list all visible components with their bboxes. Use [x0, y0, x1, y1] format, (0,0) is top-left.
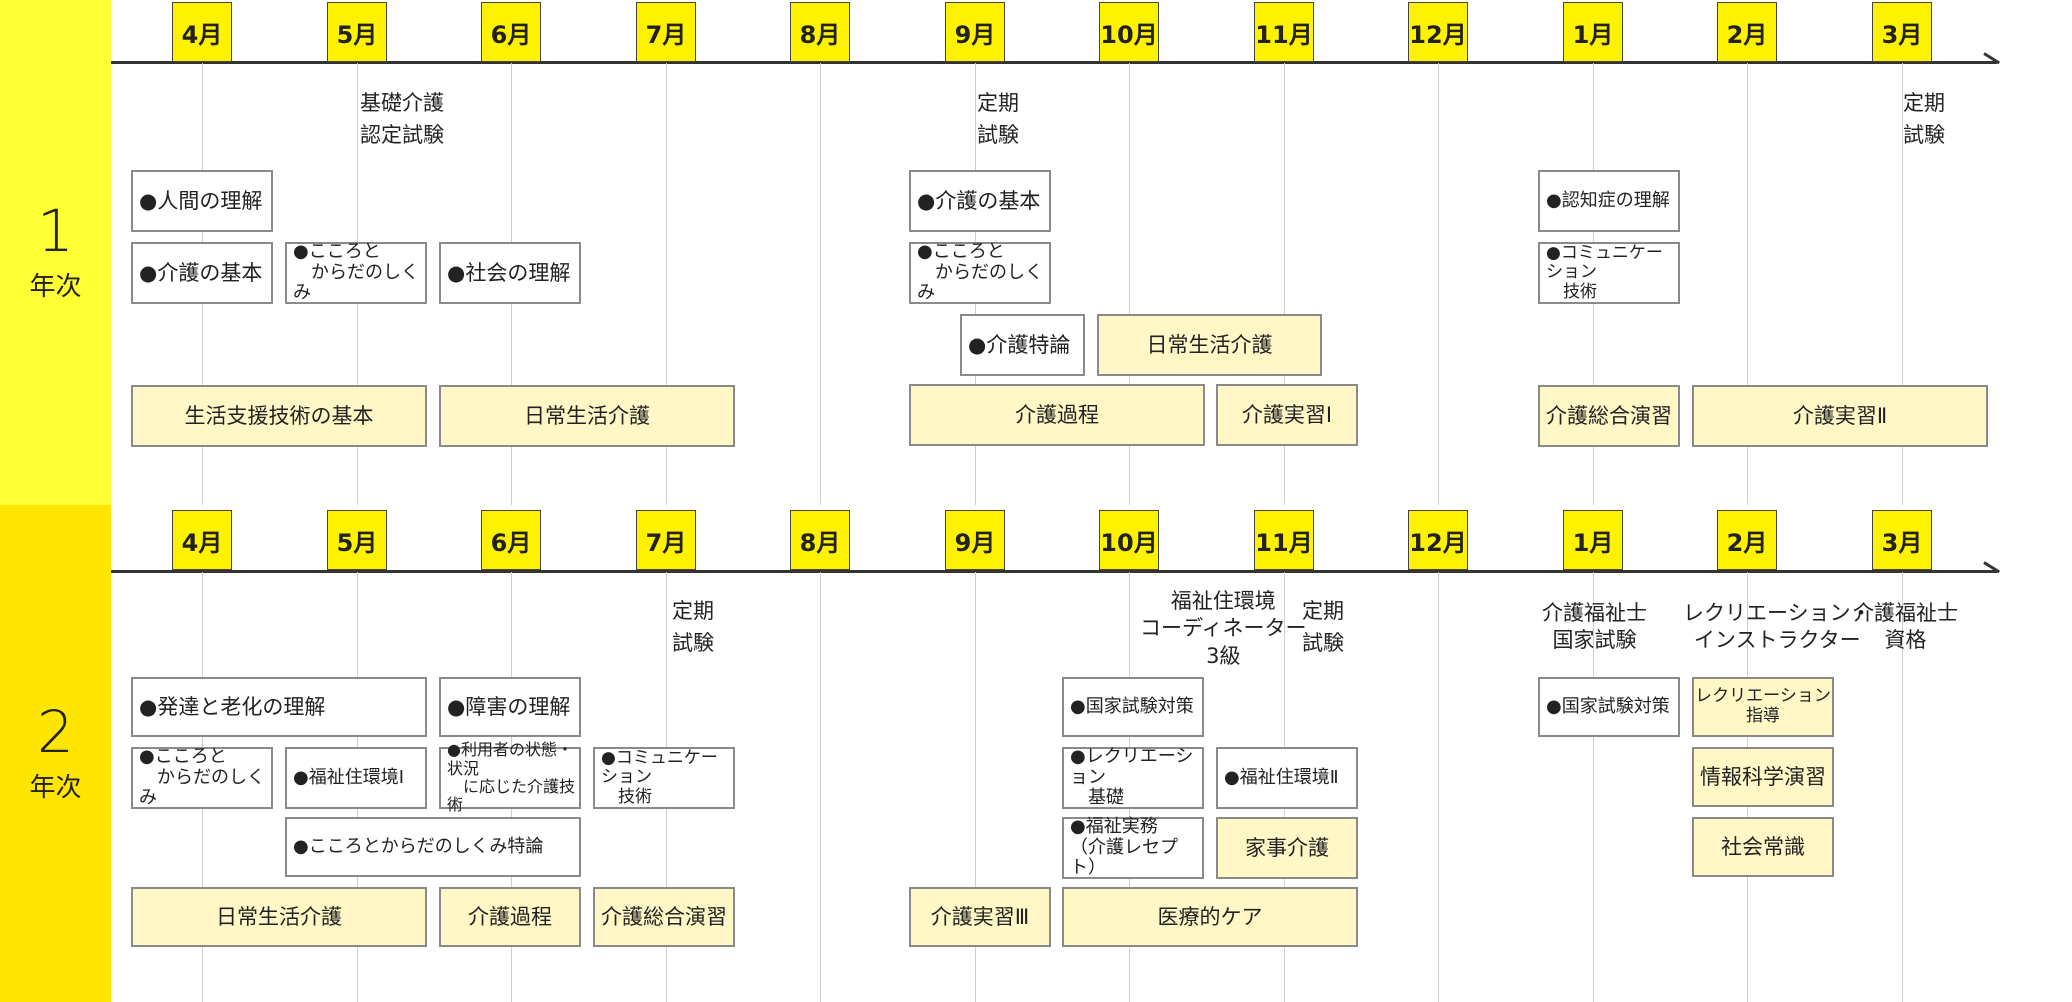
y2-box-disability-understanding: ●障害の理解	[439, 677, 581, 737]
y2-box-national-exam-prep-2: ●国家試験対策	[1538, 677, 1680, 737]
year1-axis	[111, 61, 1997, 64]
y1-note-regular-exam-mar: 定期 試験	[1903, 91, 1945, 147]
y2-box-care-technique-by-condition: ●利用者の状態・状況 に応じた介護技術	[439, 741, 581, 814]
y2-note-national-exam: 介護福祉士 国家試験	[1542, 601, 1647, 653]
y2-box-medical-care: 医療的ケア	[1062, 887, 1358, 947]
y2-month-guide-line	[1902, 572, 1903, 1002]
y2-month-10: 10月	[1099, 510, 1159, 570]
y2-box-communication-tech: ●コミュニケーション 技術	[593, 747, 735, 809]
y1-month-1: 1月	[1563, 2, 1623, 62]
y2-box-daily-care: 日常生活介護	[131, 887, 427, 947]
y1-month-4: 4月	[172, 2, 232, 62]
y2-box-welfare-env-2: ●福祉住環境Ⅱ	[1216, 747, 1358, 809]
y1-month-8: 8月	[790, 2, 850, 62]
y2-month-3: 3月	[1872, 510, 1932, 570]
y2-month-7: 7月	[636, 510, 696, 570]
y1-month-6: 6月	[481, 2, 541, 62]
y1-box-care-practicum-1: 介護実習Ⅰ	[1216, 384, 1358, 446]
y1-month-11: 11月	[1254, 2, 1314, 62]
y1-box-daily-care-2: 日常生活介護	[1097, 314, 1322, 376]
y2-note-certified-care-worker: 介護福祉士 資格	[1853, 601, 1958, 653]
y1-box-care-basics: ●介護の基本	[131, 242, 273, 304]
y2-note-recreation-instructor: レクリエーション・ インストラクター	[1683, 601, 1872, 653]
y1-month-guide-line	[1902, 63, 1903, 505]
y2-month-guide-line	[975, 572, 976, 1002]
y1-note-basic-exam: 基礎介護 認定試験	[360, 91, 444, 147]
y2-month-9: 9月	[945, 510, 1005, 570]
y2-month-guide-line	[1438, 572, 1439, 1002]
y2-month-8: 8月	[790, 510, 850, 570]
year1-number: 1	[37, 197, 74, 265]
y2-note-regular-exam-jul: 定期 試験	[672, 599, 714, 655]
y1-box-care-process: 介護過程	[909, 384, 1205, 446]
y2-note-welfare-env-coordinator: 福祉住環境 コーディネーター 3級	[1140, 589, 1307, 668]
y1-month-5: 5月	[327, 2, 387, 62]
y1-month-guide-line	[1438, 63, 1439, 505]
y1-box-care-basics-2: ●介護の基本	[909, 170, 1051, 232]
y2-month-guide-line	[1593, 572, 1594, 1002]
y2-month-6: 6月	[481, 510, 541, 570]
y1-box-mind-body: ●こころと からだのしくみ	[285, 241, 427, 304]
y1-box-care-special: ●介護特論	[960, 314, 1085, 376]
y2-box-welfare-affairs: ●福祉実務 （介護レセプト）	[1062, 816, 1204, 879]
y1-month-3: 3月	[1872, 2, 1932, 62]
y1-box-mind-body-2: ●こころと からだのしくみ	[909, 241, 1051, 304]
y2-month-2: 2月	[1717, 510, 1777, 570]
y1-box-comprehensive-practice: 介護総合演習	[1538, 385, 1680, 447]
y2-box-welfare-env-1: ●福祉住環境Ⅰ	[285, 747, 427, 809]
y2-box-common-sense: 社会常識	[1692, 817, 1834, 877]
y2-box-housework-care: 家事介護	[1216, 817, 1358, 879]
y2-month-guide-line	[820, 572, 821, 1002]
y1-box-daily-care-1: 日常生活介護	[439, 385, 735, 447]
y1-month-9: 9月	[945, 2, 1005, 62]
year1-band: 1 年次	[0, 0, 111, 505]
y1-month-10: 10月	[1099, 2, 1159, 62]
year2-number: 2	[37, 698, 74, 766]
y1-box-communication-tech: ●コミュニケーション 技術	[1538, 242, 1680, 304]
y1-box-dementia-understanding: ●認知症の理解	[1538, 170, 1680, 232]
y1-month-guide-line	[1129, 63, 1130, 505]
y2-box-mind-body: ●こころと からだのしくみ	[131, 746, 273, 809]
y2-month-11: 11月	[1254, 510, 1314, 570]
y1-month-7: 7月	[636, 2, 696, 62]
year2-label: 年次	[29, 773, 82, 803]
y1-month-12: 12月	[1408, 2, 1468, 62]
y2-box-comprehensive-practice: 介護総合演習	[593, 887, 735, 947]
y2-box-recreation-basics: ●レクリエーション 基礎	[1062, 746, 1204, 809]
y2-month-4: 4月	[172, 510, 232, 570]
y2-box-national-exam-prep: ●国家試験対策	[1062, 677, 1204, 737]
y2-box-care-process: 介護過程	[439, 887, 581, 947]
y1-month-guide-line	[820, 63, 821, 505]
y2-month-1: 1月	[1563, 510, 1623, 570]
y1-month-guide-line	[1284, 63, 1285, 505]
year1-label: 年次	[29, 272, 82, 302]
y2-note-regular-exam-nov: 定期 試験	[1302, 599, 1344, 655]
year2-band: 2 年次	[0, 505, 111, 1002]
y1-box-society-understanding: ●社会の理解	[439, 242, 581, 304]
y2-month-5: 5月	[327, 510, 387, 570]
y1-note-regular-exam-sep: 定期 試験	[977, 91, 1019, 147]
year2-axis	[111, 570, 1997, 573]
y2-box-recreation-guidance: レクリエーション指導	[1692, 677, 1834, 737]
y2-box-care-practicum-3: 介護実習Ⅲ	[909, 887, 1051, 947]
y1-month-guide-line	[666, 63, 667, 505]
y1-box-human-understanding: ●人間の理解	[131, 170, 273, 232]
y2-month-12: 12月	[1408, 510, 1468, 570]
y1-month-guide-line	[1747, 63, 1748, 505]
y2-box-development-aging: ●発達と老化の理解	[131, 677, 427, 737]
y1-box-care-practicum-2: 介護実習Ⅱ	[1692, 385, 1988, 447]
y1-month-2: 2月	[1717, 2, 1777, 62]
y2-box-info-science-practice: 情報科学演習	[1692, 747, 1834, 807]
y1-box-life-support-basics: 生活支援技術の基本	[131, 385, 427, 447]
y2-box-mind-body-special: ●こころとからだのしくみ特論	[285, 817, 581, 877]
